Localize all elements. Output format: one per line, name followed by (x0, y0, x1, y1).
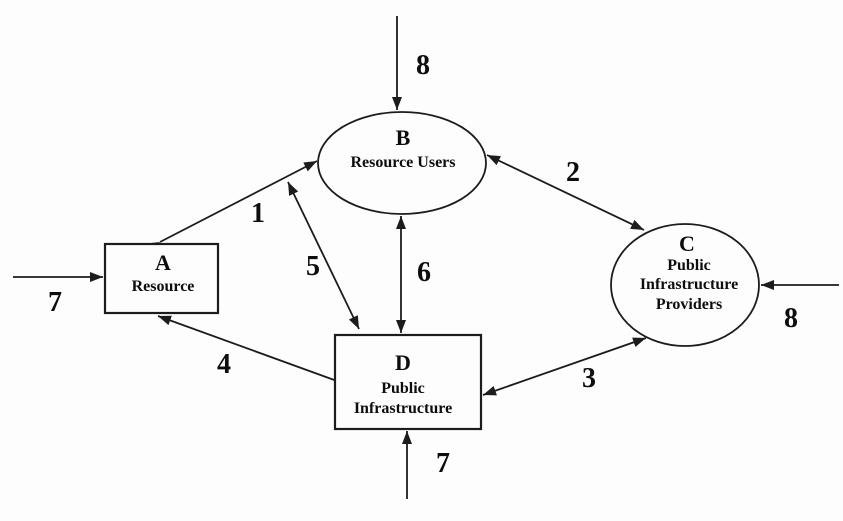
edge-4-label: 4 (217, 349, 231, 380)
edge-1-label: 1 (251, 198, 265, 229)
node-c-label-line2: Infrastructure (640, 276, 738, 293)
node-b-ellipse (317, 111, 487, 215)
nodes-group (103, 111, 760, 431)
node-c-ellipse (610, 223, 760, 347)
edge-1-line-a-b (146, 160, 318, 253)
edge-3-line-d-c (482, 337, 647, 396)
edge-3-label: 3 (582, 363, 596, 394)
input-8-top-label: 8 (416, 50, 430, 81)
input-7-bottom-label: 7 (436, 448, 450, 479)
input-7-left-label: 7 (48, 287, 62, 318)
node-a-box (103, 242, 220, 315)
node-d-letter: D (395, 350, 411, 375)
edge-5-line-b-d (287, 181, 360, 330)
node-a-letter: A (155, 250, 171, 275)
node-labels-group: A Resource B Resource Users C Public Inf… (132, 125, 739, 417)
node-c-label-line3: Providers (656, 296, 722, 313)
edge-4-line-d-a (157, 315, 338, 382)
edges-group (13, 16, 839, 499)
edge-5-label: 5 (306, 251, 320, 282)
node-c-letter: C (679, 231, 695, 256)
node-d-label-line2: Infrastructure (354, 400, 452, 417)
node-c-label-line1: Public (667, 257, 711, 274)
edge-labels-group: 1 2 3 4 5 6 7 7 8 8 (48, 50, 798, 479)
node-d-label-line1: Public (381, 380, 425, 397)
edge-2-label: 2 (566, 157, 580, 188)
input-8-right-label: 8 (784, 303, 798, 334)
edge-2-line-b-c (486, 154, 645, 231)
node-d-box (333, 333, 483, 431)
node-b-letter: B (396, 125, 411, 150)
edge-6-label: 6 (417, 257, 431, 288)
node-b-label: Resource Users (350, 154, 455, 171)
node-a-label: Resource (132, 278, 195, 295)
